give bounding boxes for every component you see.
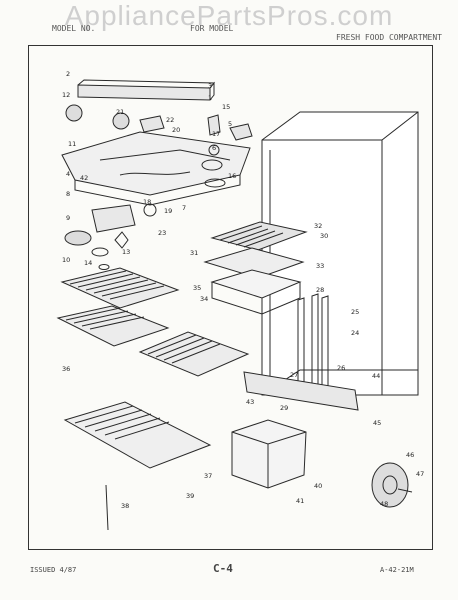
callout-22: 22 [166, 116, 174, 124]
header-model-label: MODEL NO. [52, 24, 96, 33]
callout-12: 12 [62, 91, 70, 99]
meat-keeper-cover [203, 247, 305, 315]
callout-16: 16 [228, 172, 236, 180]
shelf-support-rod [105, 484, 109, 531]
callout-4: 4 [66, 170, 70, 178]
callout-3: 3 [208, 82, 212, 90]
callout-28: 28 [316, 286, 324, 294]
callout-36: 36 [62, 365, 70, 373]
page-code: A-42-21M [380, 566, 414, 574]
callout-27: 27 [290, 371, 298, 379]
callout-46: 46 [406, 451, 414, 459]
callout-47: 47 [416, 470, 424, 478]
wire-shelf-upper-left [60, 267, 180, 309]
callout-7: 7 [182, 204, 186, 212]
callout-9: 9 [66, 214, 70, 222]
callout-31: 31 [190, 249, 198, 257]
callout-23: 23 [158, 229, 166, 237]
callout-38: 38 [121, 502, 129, 510]
diagram-frame [28, 45, 433, 550]
header-section-title: FRESH FOOD COMPARTMENT [336, 33, 442, 42]
top-trim-bar [77, 79, 216, 101]
callout-29: 29 [280, 404, 288, 412]
callout-17: 17 [212, 130, 220, 138]
callout-13: 13 [122, 248, 130, 256]
callout-33: 33 [316, 262, 324, 270]
page-number: C-4 [213, 562, 233, 575]
callout-2: 2 [66, 70, 70, 78]
callout-37: 37 [204, 472, 212, 480]
callout-26: 26 [337, 364, 345, 372]
roller-assembly [371, 462, 413, 508]
callout-39: 39 [186, 492, 194, 500]
callout-30: 30 [320, 232, 328, 240]
callout-24: 24 [351, 329, 359, 337]
callout-11: 11 [68, 140, 76, 148]
callout-5: 5 [228, 120, 232, 128]
upper-shelf [210, 221, 308, 251]
crisper-drawer [231, 419, 307, 489]
toe-grille [243, 371, 359, 411]
refrigerator-cabinet [261, 111, 419, 396]
callout-8: 8 [66, 190, 70, 198]
callout-42: 42 [80, 174, 88, 182]
callout-15: 15 [222, 103, 230, 111]
callout-1: 1 [208, 94, 212, 102]
callout-19: 19 [164, 207, 172, 215]
callout-20: 20 [172, 126, 180, 134]
callout-48: 48 [380, 500, 388, 508]
callout-18: 18 [143, 198, 151, 206]
watermark: AppliancePartsPros.com [64, 0, 394, 31]
callout-32: 32 [314, 222, 322, 230]
callout-40: 40 [314, 482, 322, 490]
callout-44: 44 [372, 372, 380, 380]
callout-21: 21 [116, 108, 124, 116]
thermostat-parts [65, 104, 253, 188]
callout-6: 6 [212, 144, 216, 152]
light-socket-parts [64, 203, 157, 270]
glass-shelf [63, 401, 212, 469]
wire-shelf-lower-left [56, 305, 170, 347]
wire-shelf-center [138, 331, 250, 377]
callout-45: 45 [373, 419, 381, 427]
callout-25: 25 [351, 308, 359, 316]
callout-41: 41 [296, 497, 304, 505]
control-housing [61, 131, 251, 206]
part-callouts: 1234567891011121314151617181920212223242… [62, 70, 424, 510]
callout-35: 35 [193, 284, 201, 292]
callout-14: 14 [84, 259, 92, 267]
callout-34: 34 [200, 295, 208, 303]
header-center-label: FOR MODEL [190, 24, 234, 33]
issue-date: ISSUED 4/87 [30, 566, 77, 574]
callout-10: 10 [62, 256, 70, 264]
callout-43: 43 [246, 398, 254, 406]
